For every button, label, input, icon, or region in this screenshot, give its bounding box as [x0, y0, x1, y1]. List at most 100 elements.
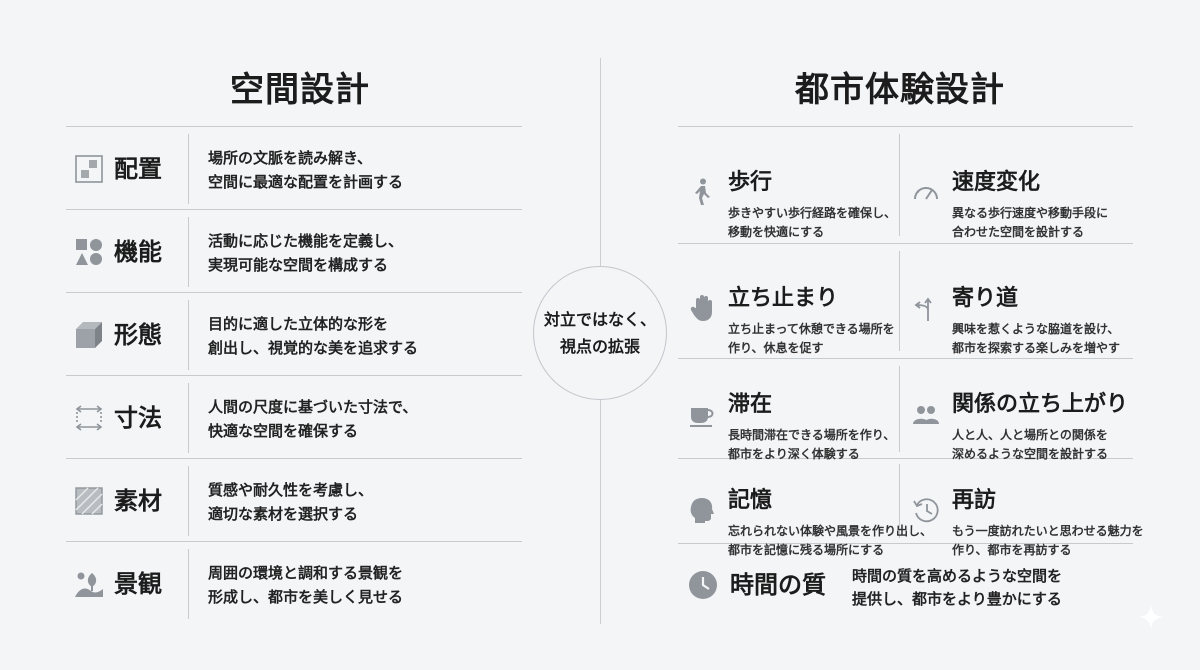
row-separator: [188, 134, 189, 204]
desc-line: 目的に適した立体的な形を: [208, 315, 389, 333]
detour-icon: [912, 294, 940, 322]
desc-line: 深めるような空間を設計する: [952, 447, 1109, 461]
right-item-relationship: 関係の立ち上がり 人と人、人と場所との関係を深めるような空間を設計する: [902, 364, 1142, 464]
right-divider: [678, 126, 1133, 127]
item-name: 立ち止まり: [728, 286, 839, 311]
desc-line: 時間の質を高めるような空間を: [852, 567, 1063, 585]
row-separator: [188, 466, 189, 536]
dimension-icon: [74, 403, 104, 433]
right-item-memory: 記憶 忘れられない体験や風景を作り出し、都市を記憶に残る場所にする: [678, 460, 932, 560]
desc-line: 興味を惹くような脇道を設け、: [952, 322, 1120, 336]
desc-line: 提供し、都市をより豊かにする: [852, 590, 1062, 608]
desc-line: 作り、都市を再訪する: [952, 543, 1072, 557]
row-separator: [188, 217, 189, 287]
center-text: 対立ではなく、 視点の拡張: [544, 306, 656, 360]
item-desc: 歩きやすい歩行経路を確保し、移動を快適にする: [728, 204, 896, 242]
left-divider: [66, 292, 522, 293]
item-name: 配置: [114, 155, 162, 183]
left-item-dimension: 寸法 人間の尺度に基づいた寸法で、快適な空間を確保する: [66, 377, 522, 459]
desc-line: 移動を快適にする: [728, 225, 825, 239]
item-name: 形態: [114, 321, 162, 349]
item-desc: 立ち止まって休憩できる場所を作り、休息を促す: [728, 320, 895, 358]
people-icon: [912, 400, 940, 428]
right-divider: [678, 243, 1133, 244]
item-name: 機能: [114, 238, 162, 266]
speedometer-icon: [912, 178, 940, 206]
shapes-icon: [74, 237, 104, 267]
walking-icon: [688, 178, 716, 206]
left-item-material: 素材 質感や耐久性を考慮し、適切な素材を選択する: [66, 460, 522, 542]
center-divider-bottom: [600, 400, 601, 624]
item-name: 滞在: [728, 392, 773, 417]
item-desc: 質感や耐久性を考慮し、適切な素材を選択する: [208, 478, 373, 526]
desc-line: 長時間滞在できる場所を作り、: [728, 428, 896, 442]
right-item-pause: 立ち止まり 立ち止まって休憩できる場所を作り、休息を促す: [678, 258, 898, 358]
left-divider: [66, 458, 522, 459]
grid-separator: [899, 134, 900, 236]
item-desc: 周囲の環境と調和する景観を形成し、都市を美しく見せる: [208, 561, 403, 609]
center-divider-top: [600, 58, 601, 266]
item-desc: 時間の質を高めるような空間を提供し、都市をより豊かにする: [852, 565, 1062, 611]
desc-line: 場所の文脈を読み解き、: [208, 149, 372, 167]
clock-icon: [688, 570, 718, 600]
row-separator: [188, 549, 189, 619]
left-divider: [66, 375, 522, 376]
right-divider: [678, 458, 1133, 459]
grid-separator: [899, 464, 900, 538]
desc-line: 合わせた空間を設計する: [952, 225, 1085, 239]
desc-line: 快適な空間を確保する: [208, 422, 359, 440]
item-name: 景観: [114, 570, 162, 598]
desc-line: 作り、休息を促す: [728, 341, 824, 355]
item-name: 素材: [114, 487, 162, 515]
item-name: 関係の立ち上がり: [952, 392, 1129, 417]
desc-line: 周囲の環境と調和する景観を: [208, 564, 404, 582]
item-name: 寄り道: [952, 286, 1019, 311]
desc-line: 空間に最適な配置を計画する: [208, 173, 404, 191]
desc-line: 都市を探索する楽しみを増やす: [952, 341, 1121, 355]
left-item-layout: 配置 場所の文脈を読み解き、空間に最適な配置を計画する: [66, 128, 522, 210]
item-desc: 興味を惹くような脇道を設け、都市を探索する楽しみを増やす: [952, 320, 1120, 358]
desc-line: 忘れられない体験や風景を作り出し、: [728, 524, 933, 538]
desc-line: 都市をより深く体験する: [728, 447, 860, 461]
desc-line: 異なる歩行速度や移動手段に: [952, 206, 1109, 220]
landscape-icon: [74, 569, 104, 599]
desc-line: 実現可能な空間を構成する: [208, 256, 389, 274]
item-desc: もう一度訪れたいと思わせる魅力を作り、都市を再訪する: [952, 522, 1144, 560]
item-name: 時間の質: [730, 571, 826, 599]
item-name: 歩行: [728, 170, 773, 195]
center-circle: 対立ではなく、 視点の拡張: [533, 266, 667, 400]
right-item-speed-change: 速度変化 異なる歩行速度や移動手段に合わせた空間を設計する: [902, 142, 1142, 242]
right-item-time-quality: 時間の質 時間の質を高めるような空間を提供し、都市をより豊かにする: [678, 545, 1133, 625]
item-name: 再訪: [952, 488, 997, 513]
desc-line: 都市を記憶に残る場所にする: [728, 543, 885, 557]
hand-icon: [688, 294, 716, 322]
grid-separator: [899, 251, 900, 351]
item-name: 寸法: [114, 404, 162, 432]
right-item-detour: 寄り道 興味を惹くような脇道を設け、都市を探索する楽しみを増やす: [902, 258, 1142, 358]
right-item-revisit: 再訪 もう一度訪れたいと思わせる魅力を作り、都市を再訪する: [902, 460, 1144, 560]
item-name: 記憶: [728, 488, 773, 513]
left-item-function: 機能 活動に応じた機能を定義し、実現可能な空間を構成する: [66, 211, 522, 293]
material-icon: [74, 486, 104, 516]
item-desc: 長時間滞在できる場所を作り、都市をより深く体験する: [728, 426, 895, 464]
layout-icon: [74, 154, 104, 184]
right-title: 都市体験設計: [795, 70, 1005, 110]
desc-line: 人間の尺度に基づいた寸法で、: [208, 398, 418, 416]
left-item-form: 形態 目的に適した立体的な形を創出し、視覚的な美を追求する: [66, 294, 522, 376]
cube-icon: [74, 320, 104, 350]
center-text-line: 視点の拡張: [559, 337, 640, 356]
sparkle-icon: [1136, 602, 1166, 632]
item-desc: 人間の尺度に基づいた寸法で、快適な空間を確保する: [208, 395, 417, 443]
left-item-landscape: 景観 周囲の環境と調和する景観を形成し、都市を美しく見せる: [66, 543, 522, 625]
item-desc: 目的に適した立体的な形を創出し、視覚的な美を追求する: [208, 312, 418, 360]
right-divider: [678, 543, 1133, 544]
row-separator: [188, 383, 189, 453]
desc-line: 活動に応じた機能を定義し、: [208, 232, 404, 250]
desc-line: 適切な素材を選択する: [208, 505, 359, 523]
right-item-walking: 歩行 歩きやすい歩行経路を確保し、移動を快適にする: [678, 142, 898, 242]
desc-line: 質感や耐久性を考慮し、: [208, 481, 374, 499]
item-desc: 場所の文脈を読み解き、空間に最適な配置を計画する: [208, 146, 403, 194]
grid-separator: [899, 366, 900, 452]
desc-line: 人と人、人と場所との関係を: [952, 428, 1108, 442]
left-divider: [66, 126, 522, 127]
